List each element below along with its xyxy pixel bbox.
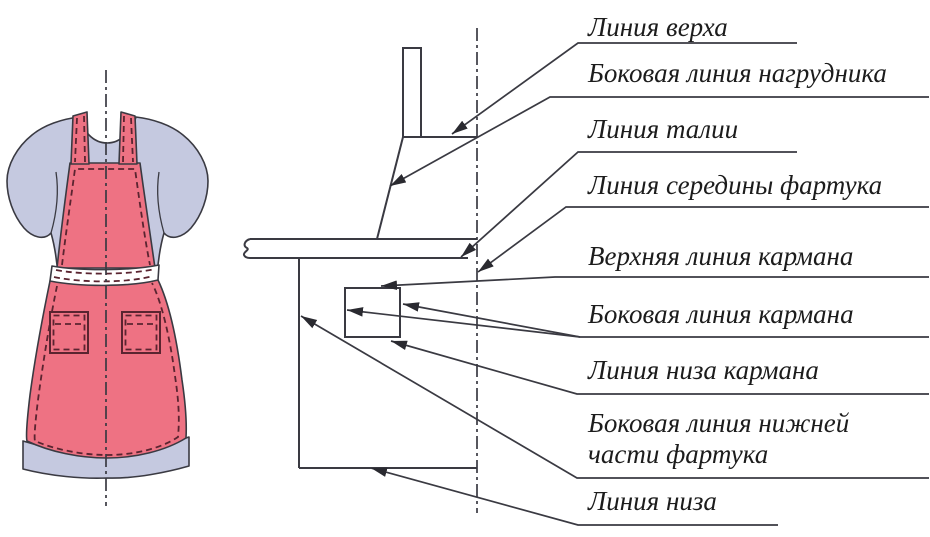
leader-pocket-side-line-left xyxy=(346,307,581,338)
pocket-right xyxy=(121,311,161,354)
leader-lower-part-side-line xyxy=(300,315,929,479)
pattern-waistband xyxy=(242,238,477,259)
leader-waist-line xyxy=(460,151,797,258)
label-pocket-top-line: Верхняя линия кармана xyxy=(588,241,854,271)
leader-apron-middle-line xyxy=(477,206,929,273)
skirt-stitch-line xyxy=(33,282,180,456)
label-waist-line: Линия талии xyxy=(588,114,739,144)
label-pocket-side-line: Боковая линия кармана xyxy=(588,299,854,329)
leader-pocket-bottom-line xyxy=(390,340,929,395)
label-bib-side-line: Боковая линия нагрудника xyxy=(588,58,887,88)
apron-illustration xyxy=(6,70,209,506)
label-apron-middle-line: Линия середины фартука xyxy=(588,170,883,200)
leader-top-line xyxy=(451,42,797,135)
label-pocket-bottom-line: Линия низа кармана xyxy=(588,355,819,385)
sleeve-seam-right xyxy=(157,171,165,234)
pattern-drawing xyxy=(242,28,478,513)
pattern-neck-strap xyxy=(402,47,422,138)
label-bottom-line: Линия низа xyxy=(588,486,717,516)
leader-pocket-top-line xyxy=(380,276,929,290)
leader-bib-side-line xyxy=(389,96,929,187)
pattern-pocket xyxy=(344,287,401,338)
leader-lines xyxy=(300,42,929,526)
sleeve-seam-left xyxy=(50,171,58,234)
pattern-bib-side-line xyxy=(376,136,404,240)
neck-strap-left xyxy=(70,111,90,165)
label-top-line: Линия верха xyxy=(588,12,728,42)
neck-strap-right xyxy=(118,111,138,165)
label-lower-part-side-line: Боковая линия нижней части фартука xyxy=(588,408,850,469)
pocket-left xyxy=(49,311,89,354)
waistband-shape xyxy=(49,264,160,287)
leader-bottom-line xyxy=(370,467,778,526)
